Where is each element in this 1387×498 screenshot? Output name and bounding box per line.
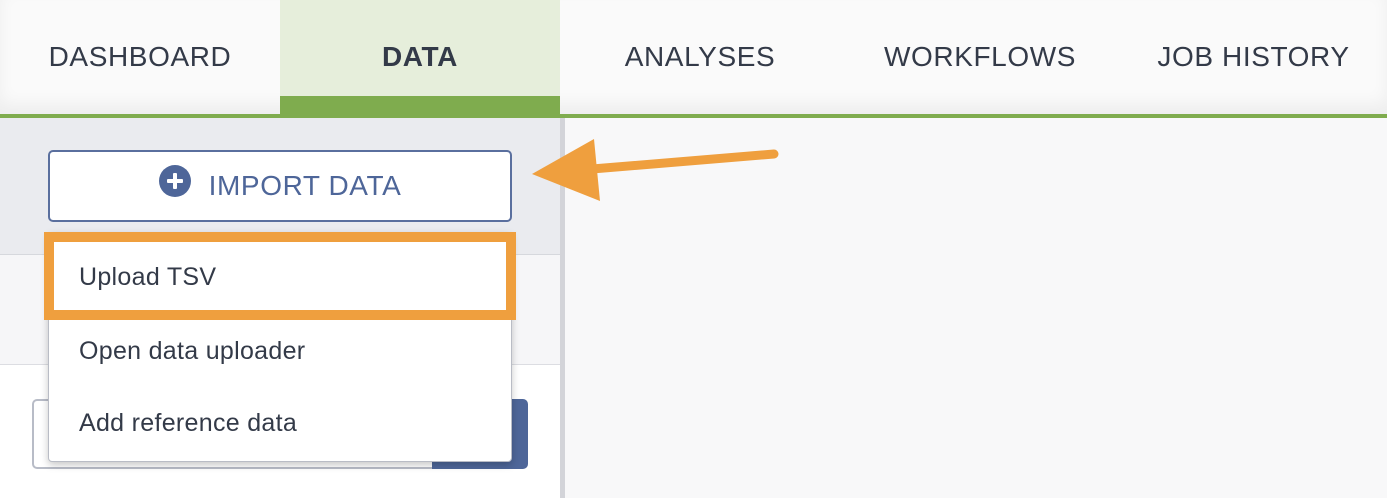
tab-dashboard[interactable]: DASHBOARD	[0, 0, 280, 114]
tab-job-history[interactable]: JOB HISTORY	[1120, 0, 1387, 114]
panel-divider[interactable]	[560, 118, 565, 498]
tab-workflows-label: WORKFLOWS	[883, 41, 1077, 72]
menu-item-add-reference-data[interactable]: Add reference data	[49, 391, 511, 455]
main-tab-bar: DASHBOARD DATA ANALYSES WORKFLOWS JOB HI…	[0, 0, 1387, 118]
menu-item-add-reference-data-label: Add reference data	[79, 408, 298, 437]
tab-workflows[interactable]: WORKFLOWS	[840, 0, 1120, 114]
menu-item-upload-tsv-label: Upload TSV	[79, 262, 217, 291]
tab-analyses-label: ANALYSES	[624, 41, 776, 72]
main-content-area	[565, 118, 1387, 498]
menu-item-upload-tsv[interactable]: Upload TSV	[49, 245, 511, 309]
import-data-label: IMPORT DATA	[208, 170, 402, 201]
tab-data-label: DATA	[381, 41, 458, 72]
import-data-button[interactable]: IMPORT DATA	[48, 150, 512, 222]
tab-data[interactable]: DATA	[280, 0, 560, 114]
tab-analyses[interactable]: ANALYSES	[560, 0, 840, 114]
tab-job-history-label: JOB HISTORY	[1157, 41, 1350, 72]
tab-dashboard-label: DASHBOARD	[48, 41, 232, 72]
menu-item-open-data-uploader-label: Open data uploader	[79, 336, 306, 365]
import-data-menu: Upload TSV Open data uploader Add refere…	[48, 232, 512, 462]
plus-circle-icon	[158, 165, 191, 197]
menu-item-open-data-uploader[interactable]: Open data uploader	[49, 319, 511, 383]
